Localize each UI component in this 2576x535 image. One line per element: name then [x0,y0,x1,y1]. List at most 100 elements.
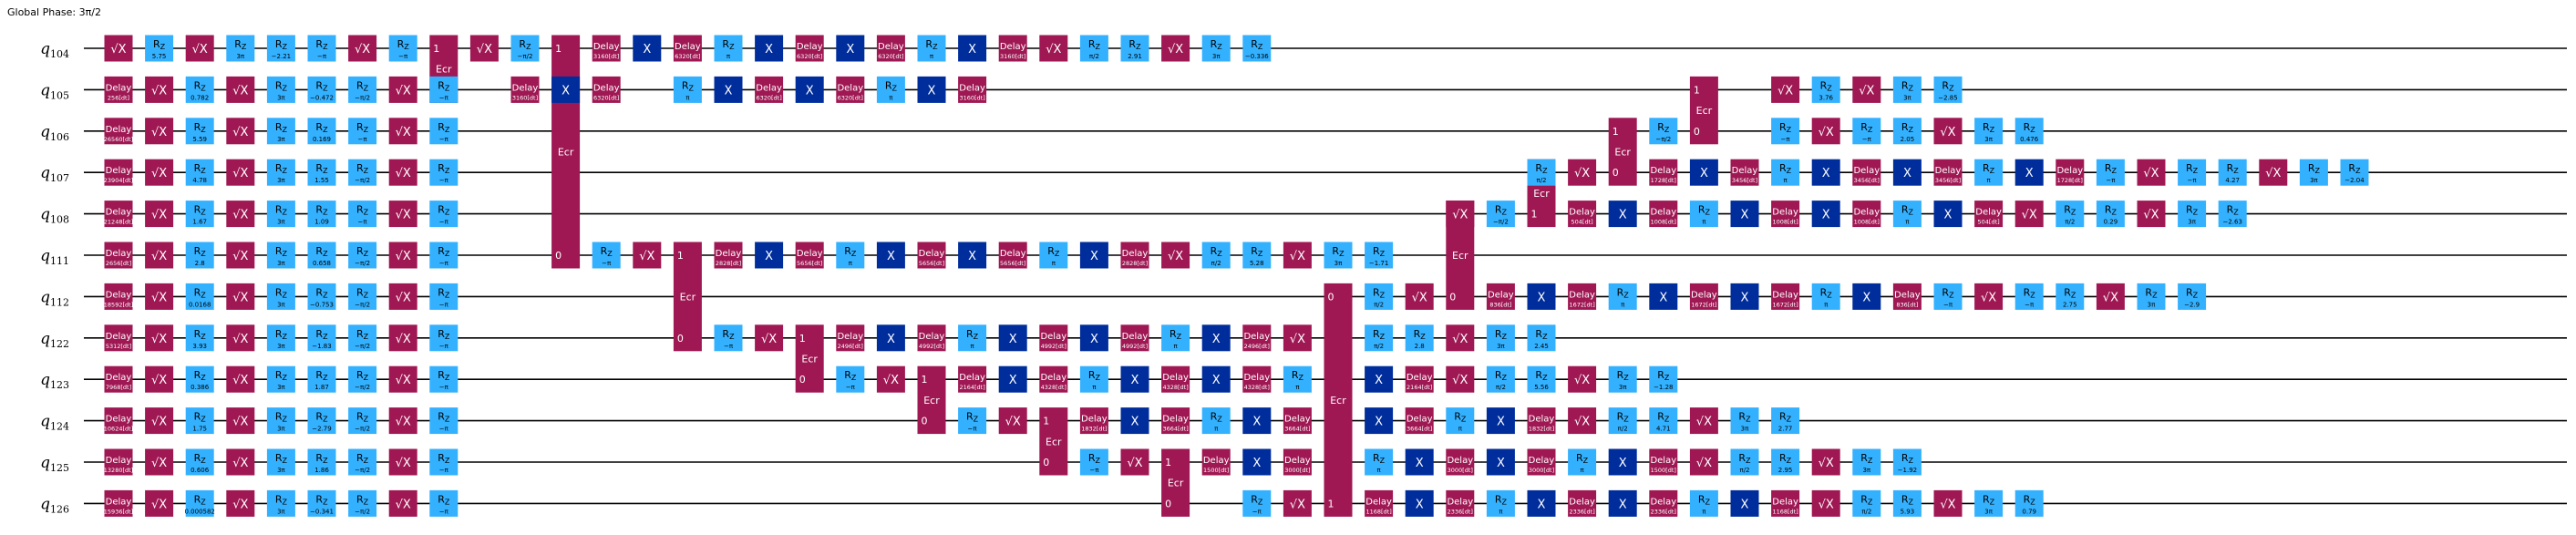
rz-angle: π/2 [2065,219,2075,226]
rz-gate: RZπ [1689,489,1718,517]
delay-duration: 1832[dt] [1081,426,1107,433]
x-label: X [1538,291,1546,304]
sx-box [145,242,174,269]
delay-box [1771,283,1800,310]
rz-angle: −π [1862,136,1872,143]
delay-duration: 10624[dt] [104,426,133,433]
rz-gate: RZ−π [429,407,459,435]
rz-subscript: Z [1501,498,1507,506]
x-gate: X [1201,365,1231,393]
rz-gate: RZπ [1689,201,1718,228]
ecr-label: Ecr [1452,250,1468,262]
qubit-label: q124 [40,413,69,433]
rz-box [1161,324,1190,352]
rz-box [1649,407,1678,435]
rz-subscript: Z [1420,333,1426,341]
rz-subscript: Z [323,250,328,258]
rz-angle: 5.75 [152,53,167,60]
sx-box [145,201,174,228]
rz-gate: RZ0.386 [185,365,214,393]
rz-angle: π [1173,343,1178,350]
sx-box [145,283,174,310]
x-gate: X [1730,489,1759,517]
rz-subscript: Z [2233,209,2239,217]
rz-angle: 3π [2188,219,2196,226]
delay-box [104,365,133,393]
rz-subscript: Z [2152,291,2158,299]
rz-angle: −π [439,467,449,474]
rz-box [1365,283,1394,310]
sx-box [388,283,417,310]
rz-box [1771,407,1800,435]
delay-label: Delay [1691,290,1717,300]
rz-gate: RZπ [1201,407,1231,435]
rz-gate: RZ0.476 [2014,118,2044,145]
ecr-port-bottom: 0 [799,374,806,386]
sx-gate: √X [1446,365,1475,393]
sx-gate: √X [2259,159,2288,186]
sx-label: √X [1574,167,1590,180]
delay-label: Delay [837,332,863,342]
sx-box [104,35,133,62]
rz-angle: −π/2 [1655,136,1671,143]
rz-gate: RZ2.91 [1120,35,1149,62]
x-gate: X [1405,448,1434,476]
sx-label: √X [1696,416,1712,429]
sx-label: √X [1412,291,1427,304]
rz-box [307,448,336,476]
rz-subscript: Z [323,167,328,175]
delay-label: Delay [512,83,539,93]
x-box [998,324,1027,352]
x-gate: X [1933,201,1963,228]
rz-subscript: Z [1787,416,1792,424]
rz-gate: RZ4.71 [1649,407,1678,435]
sx-gate: √X [348,35,377,62]
rz-subscript: Z [1217,43,1222,51]
sx-label: √X [1290,498,1305,511]
sx-gate: √X [388,324,417,352]
delay-label: Delay [797,42,823,52]
rz-box [1405,324,1434,352]
rz-angle: −0.336 [1245,53,1269,60]
rz-box [1242,242,1272,269]
rz-box [2096,159,2125,186]
delay-label: Delay [1406,373,1433,383]
rz-box [836,242,865,269]
rz-subscript: Z [2111,167,2117,175]
x-gate: X [998,324,1027,352]
x-label: X [968,250,976,263]
rz-angle: π/2 [1496,384,1506,391]
ecr-port-top: 1 [555,43,562,55]
rz-box [1892,448,1922,476]
sx-box [1283,489,1312,517]
delay-label: Delay [1488,290,1514,300]
x-gate: X [1608,448,1637,476]
rz-box [836,365,865,393]
sx-label: √X [355,43,370,57]
rz-gate: RZ−π [592,242,621,269]
rz-box [429,283,459,310]
rz-box [348,324,377,352]
delay-duration: 2828[dt] [1122,260,1148,267]
sx-box [226,118,255,145]
rz-angle: −π/2 [355,260,370,267]
sx-label: √X [1777,84,1793,98]
rz-box [1608,283,1637,310]
rz-gate: RZ−0.336 [1242,35,1272,62]
rz-subscript: Z [2193,209,2199,217]
delay-box [1771,201,1800,228]
sx-gate: √X [226,118,255,145]
sx-gate: √X [1771,76,1800,103]
